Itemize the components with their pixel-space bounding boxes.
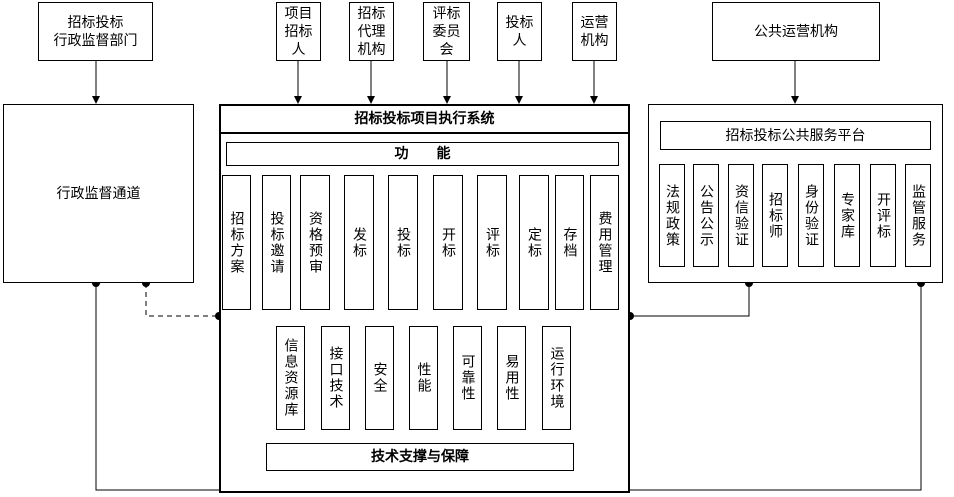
function-kaibiao: 开标 — [433, 175, 463, 310]
supervision-department-label: 招标投标 行政监督部门 — [53, 14, 138, 49]
function-dingbiao: 定标 — [519, 175, 549, 310]
supervision-department-box: 招标投标 行政监督部门 — [38, 2, 153, 61]
participant-committee: 评标 委员 会 — [423, 2, 470, 61]
public-operator-box: 公共运营机构 — [712, 2, 880, 61]
service-announcement: 公告公示 — [693, 164, 719, 267]
function-cundang: 存档 — [555, 175, 584, 310]
public-platform-title: 招标投标公共服务平台 — [660, 121, 931, 150]
exec-to-platform-link — [630, 283, 750, 317]
exec-system-title: 招标投标项目执行系统 — [219, 104, 630, 134]
tech-support-footer: 技术支撑与保障 — [266, 443, 574, 471]
service-identity-check: 身份验证 — [798, 164, 824, 267]
service-expert-pool: 专家库 — [834, 164, 860, 267]
function-feiyong-guanli: 费用管理 — [590, 175, 619, 310]
tech-reliability: 可靠性 — [453, 326, 482, 430]
service-bid-opening: 开评标 — [870, 164, 896, 267]
function-zige-yushen: 资格预审 — [300, 175, 330, 310]
service-regulations: 法规政策 — [659, 164, 685, 267]
function-zhaobiao-fangan: 招标方案 — [222, 175, 251, 310]
tech-interface: 接口技术 — [321, 326, 350, 430]
tech-performance: 性能 — [409, 326, 438, 430]
function-header: 功 能 — [226, 142, 619, 166]
participant-operator: 运营 机构 — [572, 2, 617, 61]
participant-bidder: 投标 人 — [497, 2, 542, 61]
participant-tenderer: 项目 招标 人 — [276, 2, 321, 61]
admin-channel-box: 行政监督通道 — [3, 104, 194, 283]
service-credit-check: 资信验证 — [728, 164, 754, 267]
tech-security: 安全 — [365, 326, 394, 430]
tech-usability: 易用性 — [497, 326, 526, 430]
function-toubiao-yaoqing: 投标邀请 — [262, 175, 291, 310]
service-tender-engineer: 招标师 — [762, 164, 788, 267]
function-toubiao: 投标 — [388, 175, 418, 310]
tech-info-resource: 信息资源库 — [276, 326, 305, 430]
dashed-link — [145, 283, 219, 317]
service-supervision: 监管服务 — [905, 164, 931, 267]
participant-agency: 招标 代理 机构 — [349, 2, 394, 61]
function-fabiao: 发标 — [344, 175, 374, 310]
tech-runtime-env: 运行环境 — [542, 326, 571, 430]
function-pingbiao: 评标 — [477, 175, 507, 310]
